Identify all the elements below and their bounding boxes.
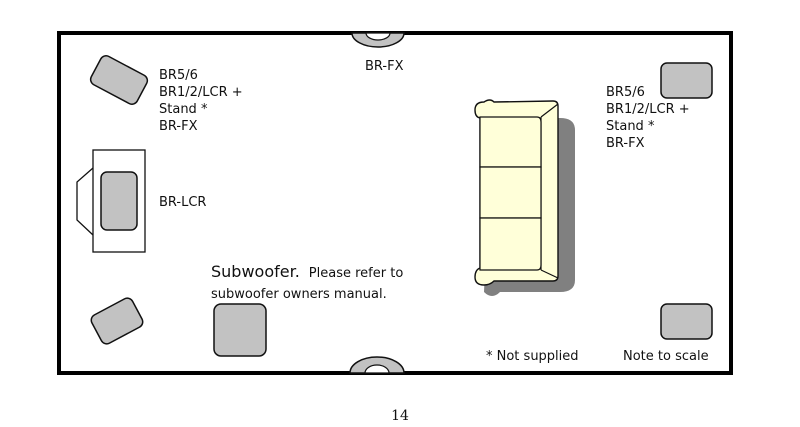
subwoofer-note: subwoofer owners manual. [211, 287, 387, 302]
center-label: BR-LCR [159, 195, 206, 210]
center-speaker-unit [76, 149, 146, 253]
svg-text:BR1/2/LCR +: BR1/2/LCR + [159, 85, 243, 100]
svg-text:Stand *: Stand * [159, 102, 208, 117]
front-right-label: BR5/6 BR1/2/LCR + Stand * BR-FX [606, 85, 690, 151]
bottom-fx-speaker [349, 356, 405, 374]
subwoofer-label: Subwoofer. Please refer to [211, 262, 403, 281]
not-supplied-note: * Not supplied [486, 349, 579, 364]
rear-right-speaker [660, 303, 713, 340]
room-outline [57, 31, 733, 375]
svg-text:BR1/2/LCR +: BR1/2/LCR + [606, 102, 690, 117]
top-fx-label: BR-FX [365, 59, 404, 74]
scale-note: Note to scale [623, 349, 709, 364]
front-left-label: BR5/6 BR1/2/LCR + Stand * BR-FX [159, 68, 243, 134]
page-number: 14 [391, 408, 409, 424]
front-right-speaker [660, 62, 713, 99]
svg-text:BR5/6: BR5/6 [159, 68, 198, 83]
svg-text:Stand *: Stand * [606, 119, 655, 134]
subwoofer [213, 303, 267, 357]
sofa [474, 99, 575, 296]
rear-left-speaker [90, 297, 144, 345]
svg-text:BR-FX: BR-FX [606, 136, 645, 151]
svg-text:BR-FX: BR-FX [159, 119, 198, 134]
front-left-speaker [89, 55, 149, 105]
top-fx-speaker [351, 32, 405, 48]
svg-text:BR5/6: BR5/6 [606, 85, 645, 100]
